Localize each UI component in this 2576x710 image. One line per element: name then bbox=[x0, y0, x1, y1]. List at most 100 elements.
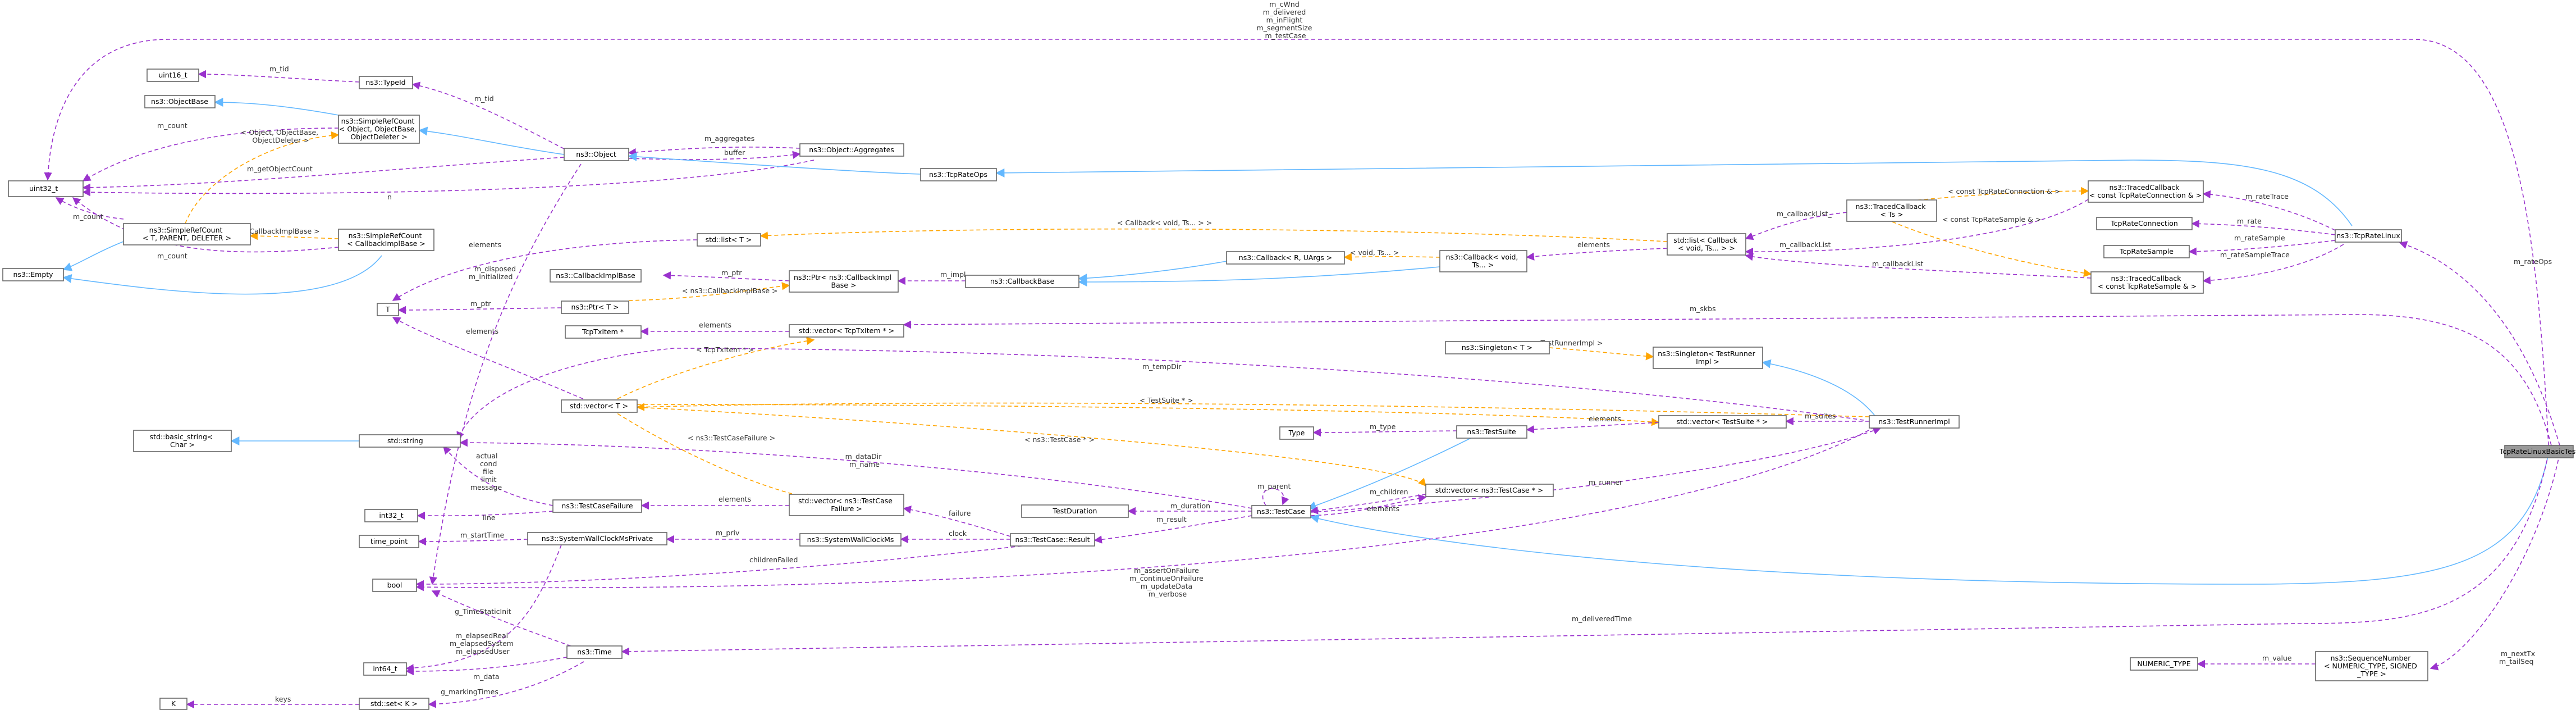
node-tcpratesample[interactable]: TcpRateSample bbox=[2103, 245, 2190, 258]
node-simplerefcount-cb[interactable]: ns3::SimpleRefCount < CallbackImplBase > bbox=[338, 229, 434, 251]
svg-text:ns3::TcpRateOps: ns3::TcpRateOps bbox=[929, 170, 987, 179]
edge-label: m_type bbox=[1370, 422, 1396, 431]
node-set-k[interactable]: std::set< K > bbox=[359, 698, 429, 710]
node-list-t[interactable]: std::list< T > bbox=[697, 233, 761, 247]
node-int64[interactable]: int64_t bbox=[363, 662, 407, 676]
node-testrunnerimpl[interactable]: ns3::TestRunnerImpl bbox=[1869, 415, 1960, 429]
node-vector-txitem[interactable]: std::vector< TcpTxItem * > bbox=[789, 324, 904, 338]
node-int32[interactable]: int32_t bbox=[364, 509, 418, 522]
edge-object-srcount bbox=[418, 126, 565, 155]
node-typeid[interactable]: ns3::TypeId bbox=[359, 76, 413, 89]
node-basic-string[interactable]: std::basic_string< Char > bbox=[133, 430, 232, 452]
svg-text:std::set< K >: std::set< K > bbox=[370, 699, 418, 708]
edge-label: m_count bbox=[157, 252, 187, 260]
node-wallclock[interactable]: ns3::SystemWallClockMs bbox=[799, 533, 902, 547]
svg-text:std::vector< TestSuite * >: std::vector< TestSuite * > bbox=[1676, 417, 1768, 426]
node-K[interactable]: K bbox=[159, 698, 187, 710]
svg-text:bool: bool bbox=[387, 581, 402, 589]
edge-tmpl-failure bbox=[611, 409, 815, 502]
node-testcase-result[interactable]: ns3::TestCase::Result bbox=[1010, 533, 1095, 547]
svg-text:ns3::TracedCallback <: ns3::TracedCallback < const TcpRateSampl… bbox=[2098, 274, 2197, 290]
node-tracedcallback-conn[interactable]: ns3::TracedCallback < const TcpRateConne… bbox=[2088, 180, 2204, 203]
edge-label: m_ptr bbox=[721, 268, 742, 277]
node-objectbase[interactable]: ns3::ObjectBase bbox=[144, 95, 216, 108]
edge-label: < ns3::TestCase * > bbox=[1024, 435, 1095, 444]
edge-runner bbox=[1310, 426, 1882, 513]
edge-label: m_deliveredTime bbox=[1572, 615, 1632, 623]
node-tracedcallback-sample[interactable]: ns3::TracedCallback < const TcpRateSampl… bbox=[2090, 271, 2204, 294]
node-simplerefcount-t[interactable]: ns3::SimpleRefCount < T, PARENT, DELETER… bbox=[123, 223, 251, 245]
edge-tmpl-runner bbox=[1549, 347, 1654, 361]
node-bool[interactable]: bool bbox=[372, 579, 417, 592]
node-vector-testsuite[interactable]: std::vector< TestSuite * > bbox=[1658, 415, 1787, 429]
node-vector-t[interactable]: std::vector< T > bbox=[561, 399, 638, 413]
svg-text:ns3::TestRunnerImpl: ns3::TestRunnerImpl bbox=[1878, 417, 1950, 426]
edge-label: m_assertOnFailure m_continueOnFailure m_… bbox=[1129, 566, 1206, 598]
node-ptr-t[interactable]: ns3::Ptr< T > bbox=[561, 301, 629, 314]
node-list-callback[interactable]: std::list< Callback < void, Ts... > > bbox=[1667, 233, 1746, 256]
node-singleton-runner[interactable]: ns3::Singleton< TestRunner Impl > bbox=[1653, 347, 1763, 369]
edge-label: elements bbox=[466, 327, 498, 335]
node-numeric-type[interactable]: NUMERIC_TYPE bbox=[2130, 657, 2198, 671]
node-simplerefcount-object[interactable]: ns3::SimpleRefCount < Object, ObjectBase… bbox=[338, 115, 420, 144]
svg-text:ns3::TypeId: ns3::TypeId bbox=[365, 78, 405, 87]
node-std-string[interactable]: std::string bbox=[359, 434, 461, 448]
node-tcpratelinux[interactable]: ns3::TcpRateLinux bbox=[2335, 229, 2402, 243]
node-callback-r-uargs[interactable]: ns3::Callback< R, UArgs > bbox=[1226, 251, 1345, 265]
edge-tempdir bbox=[456, 348, 1864, 440]
edge-elements-T bbox=[392, 317, 590, 402]
node-vector-testcasefailure[interactable]: std::vector< ns3::TestCase Failure > bbox=[789, 494, 904, 516]
node-tcprateops[interactable]: ns3::TcpRateOps bbox=[920, 168, 997, 181]
edge-elements-tc bbox=[1310, 494, 1426, 515]
node-wallclock-private[interactable]: ns3::SystemWallClockMsPrivate bbox=[527, 532, 667, 545]
node-object-aggregates[interactable]: ns3::Object::Aggregates bbox=[799, 143, 904, 157]
svg-text:std::basic_string< Cha: std::basic_string< Char > bbox=[150, 433, 216, 449]
node-singleton-t[interactable]: ns3::Singleton< T > bbox=[1445, 341, 1550, 354]
edge-count1 bbox=[82, 128, 339, 181]
svg-text:ns3::Time: ns3::Time bbox=[577, 648, 612, 656]
node-testcasefailure[interactable]: ns3::TestCaseFailure bbox=[552, 499, 642, 513]
node-T[interactable]: T bbox=[377, 303, 399, 316]
edge-label: childrenFailed bbox=[749, 556, 798, 564]
edge-focus-testcase bbox=[1310, 453, 2549, 585]
edge-label: < TcpTxItem * > bbox=[696, 345, 754, 354]
node-object[interactable]: ns3::Object bbox=[564, 148, 629, 161]
edge-label: < TestRunnerImpl > bbox=[1532, 339, 1603, 347]
edge-childrenfailed bbox=[415, 545, 1022, 589]
svg-text:ns3::Callback< R, UArgs >: ns3::Callback< R, UArgs > bbox=[1239, 253, 1332, 262]
edge-ratesample bbox=[2188, 240, 2336, 256]
node-uint16[interactable]: uint16_t bbox=[147, 69, 199, 82]
svg-text:int64_t: int64_t bbox=[373, 665, 397, 673]
edge-buffer bbox=[628, 151, 801, 160]
edge-disposed bbox=[429, 163, 582, 585]
node-testduration[interactable]: TestDuration bbox=[1021, 504, 1129, 518]
svg-text:ns3::CallbackBase: ns3::CallbackBase bbox=[990, 277, 1055, 285]
svg-text:ns3::Callback< void, T: ns3::Callback< void, Ts... > bbox=[1446, 253, 1521, 269]
edge-label: m_callbackList bbox=[1872, 260, 1924, 268]
node-vector-testcase[interactable]: std::vector< ns3::TestCase * > bbox=[1425, 484, 1554, 497]
node-tcpratelinuxbasictest[interactable]: TcpRateLinuxBasicTest bbox=[2499, 445, 2576, 458]
node-ptr-callbackimpl[interactable]: ns3::Ptr< ns3::CallbackImpl Base > bbox=[789, 270, 899, 293]
node-tcptxitem-ptr[interactable]: TcpTxItem * bbox=[565, 325, 642, 339]
edge-tmpl-obj bbox=[185, 131, 340, 224]
node-tcprateconnection[interactable]: TcpRateConnection bbox=[2096, 217, 2193, 230]
node-callback-void[interactable]: ns3::Callback< void, Ts... > bbox=[1439, 250, 1527, 272]
node-sequencenumber[interactable]: ns3::SequenceNumber < NUMERIC_TYPE, SIGN… bbox=[2315, 651, 2428, 681]
edge-label: elements bbox=[1577, 240, 1610, 249]
node-callbackimplbase[interactable]: ns3::CallbackImplBase bbox=[550, 269, 642, 283]
node-empty[interactable]: ns3::Empty bbox=[2, 268, 64, 281]
edge-label: elements bbox=[719, 495, 751, 503]
node-testcase[interactable]: ns3::TestCase bbox=[1251, 505, 1311, 518]
node-time[interactable]: ns3::Time bbox=[566, 645, 623, 659]
node-type[interactable]: Type bbox=[1279, 426, 1314, 440]
node-tracedcallback-ts[interactable]: ns3::TracedCallback < Ts > bbox=[1846, 199, 1937, 222]
node-uint32[interactable]: uint32_t bbox=[8, 180, 84, 197]
edge-srcount-objectbase bbox=[214, 98, 339, 116]
node-time-point[interactable]: time_point bbox=[359, 535, 419, 548]
edge-tmpl-conn bbox=[1897, 186, 2089, 203]
svg-text:ns3::SimpleRefCount <: ns3::SimpleRefCount < T, PARENT, DELETER… bbox=[143, 226, 231, 242]
edge-label: m_priv bbox=[716, 529, 740, 537]
node-testsuite[interactable]: ns3::TestSuite bbox=[1456, 425, 1527, 439]
node-callbackbase[interactable]: ns3::CallbackBase bbox=[965, 275, 1079, 288]
